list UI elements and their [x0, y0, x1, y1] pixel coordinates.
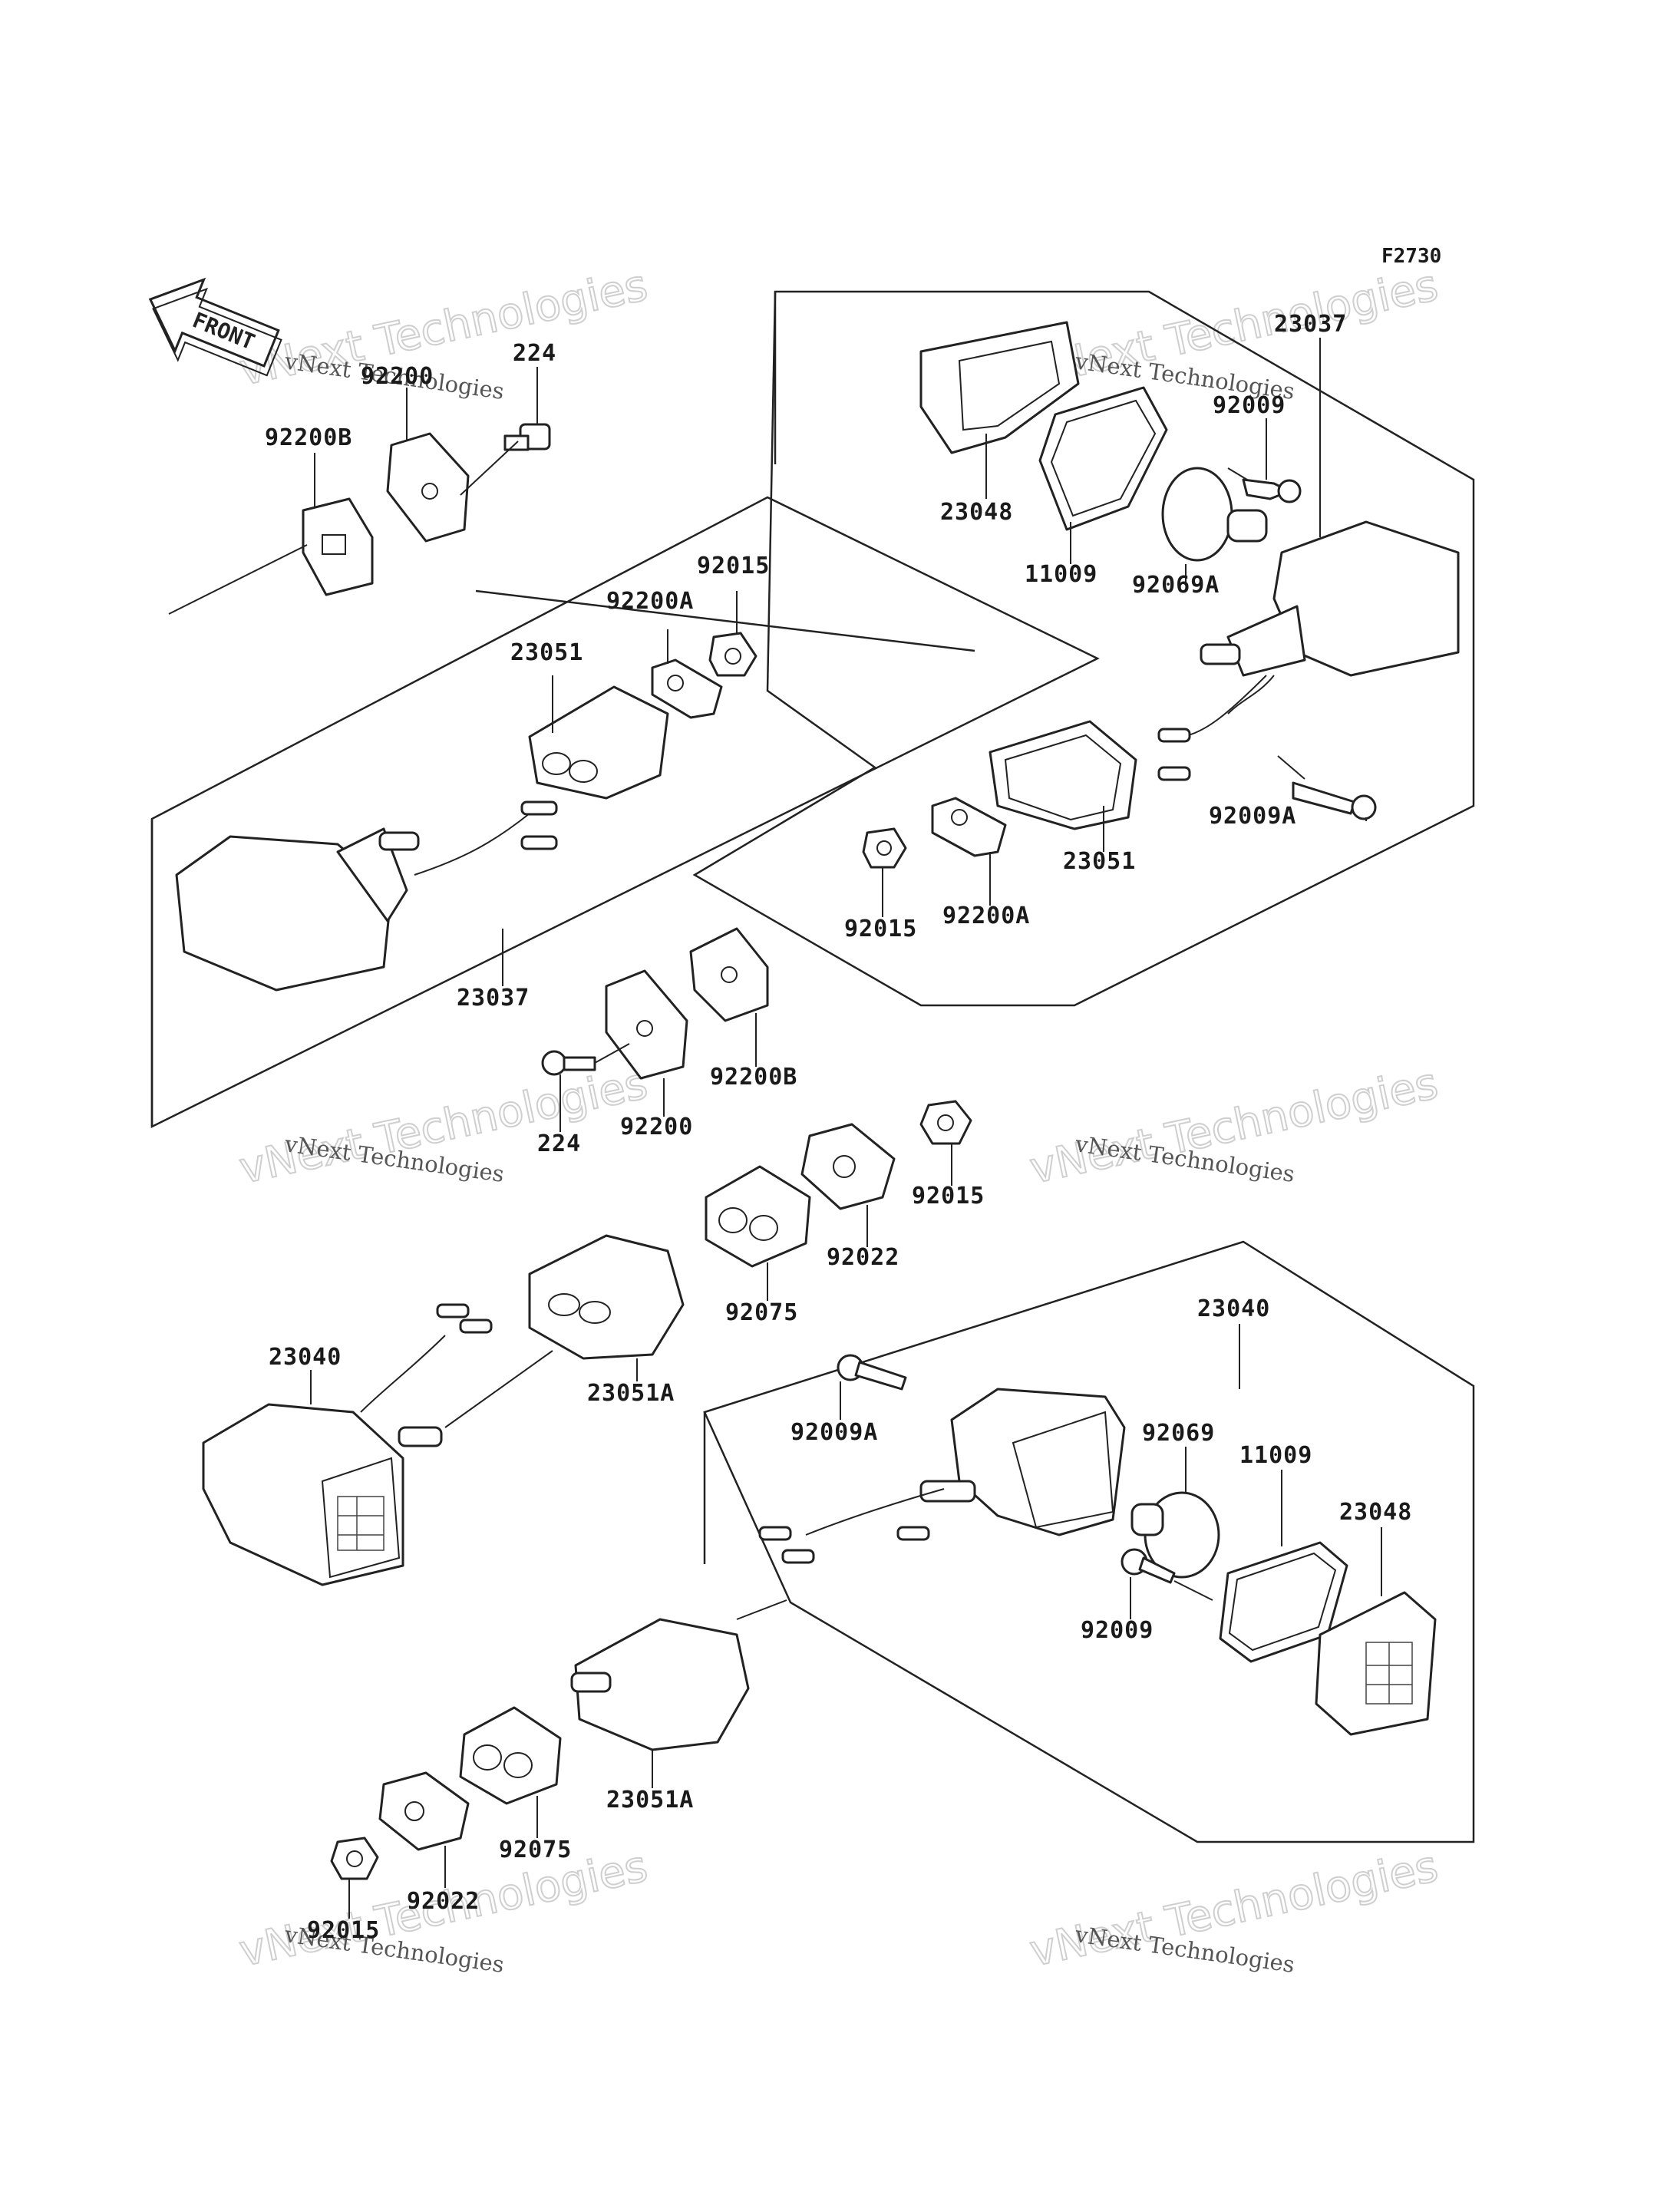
screw-92009-bot	[1121, 1548, 1176, 1584]
front-arrow-icon: FRONT	[148, 277, 282, 377]
bolt-224-top	[503, 423, 551, 451]
gasket-11009-top	[1038, 386, 1168, 531]
label-11009-bot: 11009	[1239, 1442, 1312, 1469]
label-92015-b: 92015	[844, 916, 917, 942]
label-92069a: 92069A	[1132, 572, 1220, 599]
bracket-92200-top	[386, 432, 470, 543]
label-92009-bot: 92009	[1081, 1617, 1154, 1644]
label-224-top: 224	[513, 340, 556, 367]
label-92009a-bot: 92009A	[790, 1419, 878, 1446]
plate-92022-bot	[378, 1771, 470, 1851]
label-23051-a: 23051	[510, 639, 583, 666]
label-92200a-b: 92200A	[942, 903, 1030, 929]
label-92075-b: 92075	[499, 1837, 572, 1863]
label-11009-top: 11009	[1025, 561, 1097, 588]
label-23048-top: 23048	[940, 499, 1013, 526]
wire-connectors-top	[1157, 675, 1267, 781]
nut-92015-bot	[330, 1837, 379, 1880]
label-92200a-a: 92200A	[606, 588, 694, 615]
plate-92022-mid	[800, 1123, 896, 1210]
assembly-frames	[150, 290, 1475, 1843]
socket-23051-top-right	[989, 720, 1137, 830]
housing-23040-left	[202, 1303, 493, 1586]
label-92009-top: 92009	[1213, 392, 1286, 419]
plate-92200a-right	[931, 797, 1007, 857]
label-23051a-a: 23051A	[587, 1380, 675, 1407]
label-92009a-top: 92009A	[1209, 803, 1296, 830]
label-23051a-b: 23051A	[606, 1787, 694, 1814]
lens-23048-bot	[1315, 1591, 1437, 1736]
label-92015-d: 92015	[307, 1917, 380, 1944]
part-labels: 224 92200 92200B 23037 92009 23048 11009…	[265, 311, 1412, 1944]
lens-23048-top	[919, 321, 1080, 454]
nut-92015-mid	[919, 1100, 972, 1145]
socket-23051-left	[528, 685, 669, 800]
bracket-92200-mid	[605, 969, 688, 1080]
parts	[168, 321, 1460, 1880]
label-92069: 92069	[1142, 1420, 1215, 1447]
housing-23037-top	[1200, 520, 1460, 715]
leader-lines	[310, 338, 1382, 1919]
label-23040-left: 23040	[269, 1344, 342, 1371]
screw-92009-top	[1242, 478, 1302, 503]
plate-92200b-mid	[689, 927, 769, 1022]
label-92015-a: 92015	[697, 553, 770, 579]
label-92200b-mid: 92200B	[710, 1064, 797, 1091]
socket-23051a-mid	[528, 1234, 685, 1360]
plate-92200b-top	[302, 497, 374, 596]
nut-92015-left	[708, 632, 757, 677]
label-92022-a: 92022	[827, 1244, 899, 1271]
label-92075-a: 92075	[725, 1299, 798, 1326]
label-23051-b: 23051	[1063, 848, 1136, 875]
nut-92015-right	[862, 827, 907, 869]
socket-23051a-bot	[570, 1618, 750, 1751]
label-92015-c: 92015	[912, 1183, 985, 1210]
plate-92200a-left	[651, 658, 723, 719]
grommet-92075-mid	[705, 1165, 811, 1268]
label-92200b-top: 92200B	[265, 424, 352, 451]
figure-code: F2730	[1381, 245, 1441, 268]
label-92022-b: 92022	[407, 1888, 480, 1915]
grommet-92075-bot	[459, 1706, 562, 1805]
bulb-92069a-top	[1161, 467, 1268, 562]
label-23048-bot: 23048	[1339, 1499, 1412, 1526]
label-224-mid: 224	[537, 1130, 581, 1157]
screw-92009a-bot	[837, 1354, 907, 1391]
label-23037-left: 23037	[457, 985, 530, 1012]
bolt-224-mid	[541, 1050, 596, 1076]
label-92200-top: 92200	[361, 363, 434, 390]
label-23040-right: 23040	[1197, 1295, 1270, 1322]
housing-23040-right	[758, 1388, 1126, 1564]
bulb-92069-bot	[1130, 1491, 1220, 1579]
screw-92009a-top	[1292, 781, 1377, 820]
label-92200-mid: 92200	[620, 1114, 693, 1140]
label-23037-top: 23037	[1274, 311, 1347, 338]
housing-23037-left	[175, 800, 558, 992]
